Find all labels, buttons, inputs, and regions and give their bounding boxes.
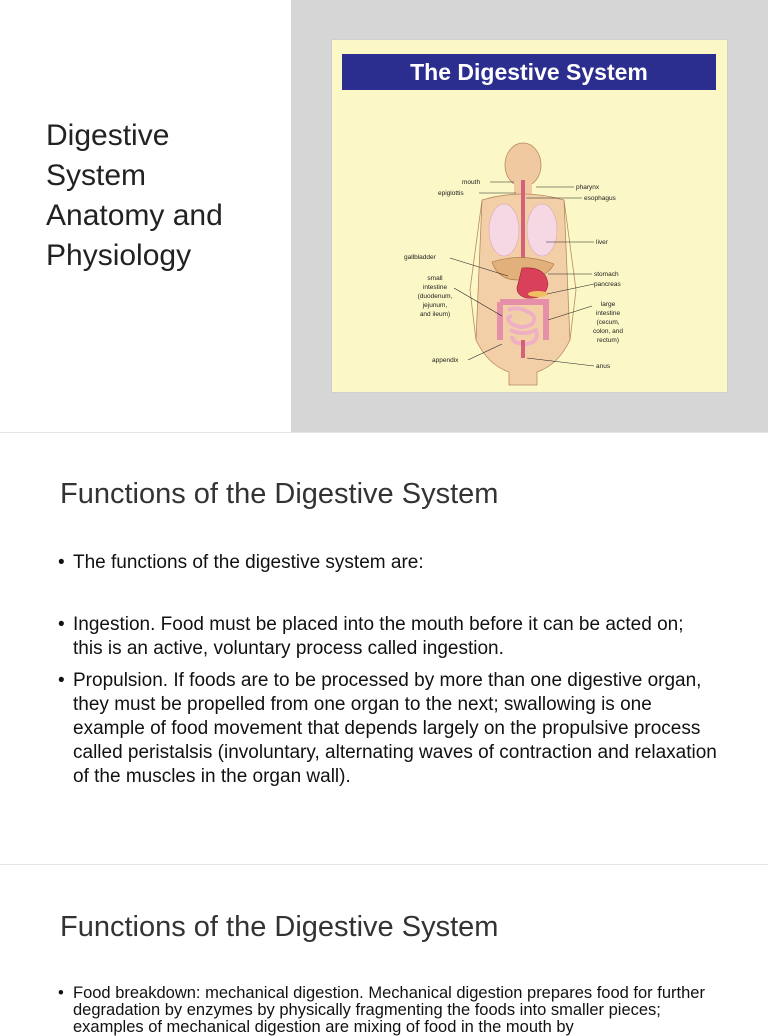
slide-divider: [0, 864, 768, 865]
digestive-system-diagram: mouth epiglottis pharynx esophagus liver…: [332, 40, 727, 392]
slide-title: Digestive System Anatomy and Physiology: [46, 116, 286, 276]
label-liver: liver: [596, 239, 609, 246]
label-pharynx: pharynx: [576, 184, 600, 191]
small-intestine: [506, 306, 539, 347]
list-item: • Food breakdown: mechanical digestion. …: [58, 985, 718, 1036]
slide-divider: [0, 432, 768, 433]
anatomy-illustration: mouth epiglottis pharynx esophagus liver…: [404, 142, 623, 386]
label-gallbladder: gallbladder: [404, 254, 437, 261]
bullet-list: • Food breakdown: mechanical digestion. …: [58, 985, 718, 1036]
slide-heading: Functions of the Digestive System: [60, 911, 499, 943]
label-anus: anus: [596, 363, 611, 370]
title-line: System: [46, 159, 147, 192]
bullet-text: Food breakdown: mechanical digestion. Me…: [73, 984, 705, 1036]
list-item: • Propulsion. If foods are to be process…: [58, 669, 718, 789]
bullet-dot: •: [58, 670, 65, 691]
title-line: Anatomy and: [46, 199, 223, 232]
slide-heading: Functions of the Digestive System: [60, 478, 499, 510]
label-esophagus: esophagus: [584, 195, 617, 202]
label-mouth: mouth: [462, 179, 480, 186]
label-small-intestine: small intestine (duodenum, jejunum, and …: [418, 275, 453, 318]
label-line: colon, and: [593, 328, 623, 335]
list-item: • Ingestion. Food must be placed into th…: [58, 613, 718, 661]
bullet-text: Ingestion. Food must be placed into the …: [73, 614, 684, 659]
title-line: Physiology: [46, 239, 192, 272]
label-line: intestine: [596, 310, 621, 317]
label-pancreas: pancreas: [594, 281, 621, 288]
label-line: intestine: [423, 284, 448, 291]
title-slide: Digestive System Anatomy and Physiology: [0, 0, 768, 432]
label-stomach: stomach: [594, 271, 619, 278]
label-epiglottis: epiglottis: [438, 190, 464, 197]
label-line: and ileum): [420, 311, 450, 318]
bullet-dot: •: [58, 614, 65, 635]
label-line: (cecum,: [596, 319, 619, 326]
label-large-intestine: large intestine (cecum, colon, and rectu…: [593, 301, 623, 344]
bullet-text: The functions of the digestive system ar…: [73, 552, 424, 573]
bullet-text: Propulsion. If foods are to be processed…: [73, 670, 717, 787]
diagram-title: The Digestive System: [342, 54, 716, 90]
title-line: Digestive: [46, 119, 170, 152]
list-item: • The functions of the digestive system …: [58, 551, 718, 575]
bullet-list: • The functions of the digestive system …: [58, 551, 718, 789]
label-line: jejunum,: [422, 302, 448, 309]
bullet-dot: •: [58, 552, 65, 573]
label-line: small: [427, 275, 443, 282]
label-appendix: appendix: [432, 357, 459, 364]
label-line: rectum): [597, 337, 619, 344]
bullet-dot: •: [58, 984, 64, 1002]
label-line: large: [601, 301, 616, 308]
label-line: (duodenum,: [418, 293, 453, 300]
